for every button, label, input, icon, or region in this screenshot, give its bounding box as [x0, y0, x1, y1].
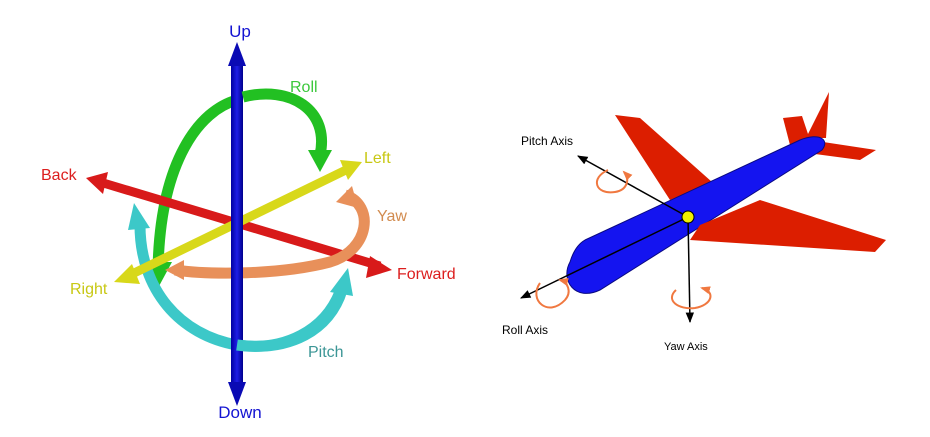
- pitch-rotation-arrow: [596, 169, 633, 194]
- back-label: Back: [41, 167, 78, 184]
- up-arrowhead: [228, 42, 246, 66]
- axis-gizmo-diagram: Up Down Roll Left Back Yaw Forward Right…: [41, 22, 456, 422]
- yaw-label: Yaw: [377, 208, 407, 225]
- roll-arc-head-right: [308, 150, 332, 172]
- pitch-arc-front: [236, 289, 346, 352]
- yaw-axis-line: [685, 216, 695, 324]
- tail-fin-back: [783, 116, 810, 145]
- roll-axis-line: [520, 216, 689, 299]
- pitch-arc-head-right: [330, 268, 353, 296]
- pitch-arc-head-top-left: [128, 203, 150, 230]
- yaw-arc: [174, 189, 370, 279]
- right-label: Right: [70, 281, 108, 298]
- back-arrowhead: [86, 172, 108, 194]
- left-arrowhead: [340, 160, 362, 180]
- left-label: Left: [364, 150, 391, 167]
- airplane-axes-diagram: Pitch Axis Roll Axis Yaw Axis: [502, 92, 886, 353]
- yaw-arc-head-left: [165, 260, 184, 280]
- roll-rotation-arrow: [535, 278, 570, 309]
- center-of-gravity-point: [681, 210, 695, 224]
- yaw-arc-head-top: [336, 186, 358, 208]
- up-label: Up: [229, 22, 251, 41]
- roll-label: Roll: [290, 79, 318, 96]
- pitch-axis-label: Pitch Axis: [521, 134, 573, 148]
- fuselage: [566, 136, 826, 294]
- right-arrowhead: [114, 264, 140, 284]
- yaw-axis-label: Yaw Axis: [664, 341, 708, 353]
- roll-arc: [152, 94, 239, 271]
- vertical-tail-fin: [806, 92, 829, 138]
- upper-wing: [615, 115, 712, 200]
- down-label: Down: [218, 403, 261, 422]
- up-down-axis: [231, 60, 243, 390]
- roll-axis-label: Roll Axis: [502, 323, 548, 337]
- forward-label: Forward: [397, 266, 456, 283]
- roll-arc-front: [241, 88, 327, 157]
- pitch-axis-line: [577, 155, 689, 218]
- lower-wing: [690, 200, 886, 252]
- pitch-label: Pitch: [308, 344, 344, 361]
- down-arrowhead: [228, 382, 246, 406]
- yaw-rotation-arrow: [670, 286, 712, 310]
- forward-arrowhead: [366, 256, 392, 278]
